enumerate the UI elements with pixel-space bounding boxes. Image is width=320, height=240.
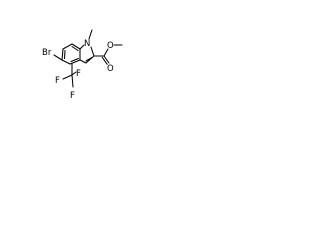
atom-f-left: F (55, 76, 60, 86)
bond-c4-c5 (62, 43, 73, 50)
bond-c7-c7a (69, 59, 81, 65)
atom-br: Br (42, 48, 52, 58)
atom-o-ester: O (107, 41, 114, 51)
bond-c5-c6-inner (63, 49, 66, 60)
bond-ccarbonyl-ocarbonyl-double (101, 56, 108, 65)
atom-o-carbonyl: O (107, 64, 114, 74)
bond-c6-br (53, 54, 63, 61)
bond-n1-methyl (88, 29, 93, 40)
bond-c6-c7 (61, 59, 71, 65)
bond-n1-c2 (90, 46, 95, 57)
atom-n: N (84, 39, 90, 49)
bond-c5-c6 (61, 48, 64, 61)
bond-cf3-f-bottom (71, 74, 74, 88)
bond-c3-c3a (79, 59, 87, 64)
bond-c3a-c4-inner (71, 45, 79, 52)
bond-c2-c3 (85, 55, 95, 64)
bond-cf3-f-top (71, 71, 77, 76)
bond-c2-c3-inner (85, 56, 93, 62)
bond-c3a-c4 (71, 43, 81, 50)
molecule-structure: Br N O O F F F (42, 29, 123, 101)
bond-layer (53, 29, 123, 88)
bond-cf3-f-left (62, 74, 73, 80)
bond-ccarbonyl-ocarbonyl (103, 55, 110, 64)
bond-c7a-n1 (79, 44, 85, 50)
atom-f-top: F (76, 69, 81, 79)
bond-c7-c7a-inner (70, 57, 80, 63)
atom-f-bottom: F (70, 91, 75, 101)
label-layer: Br N O O F F F (42, 39, 114, 101)
bond-ccarbonyl-oester (103, 48, 109, 57)
